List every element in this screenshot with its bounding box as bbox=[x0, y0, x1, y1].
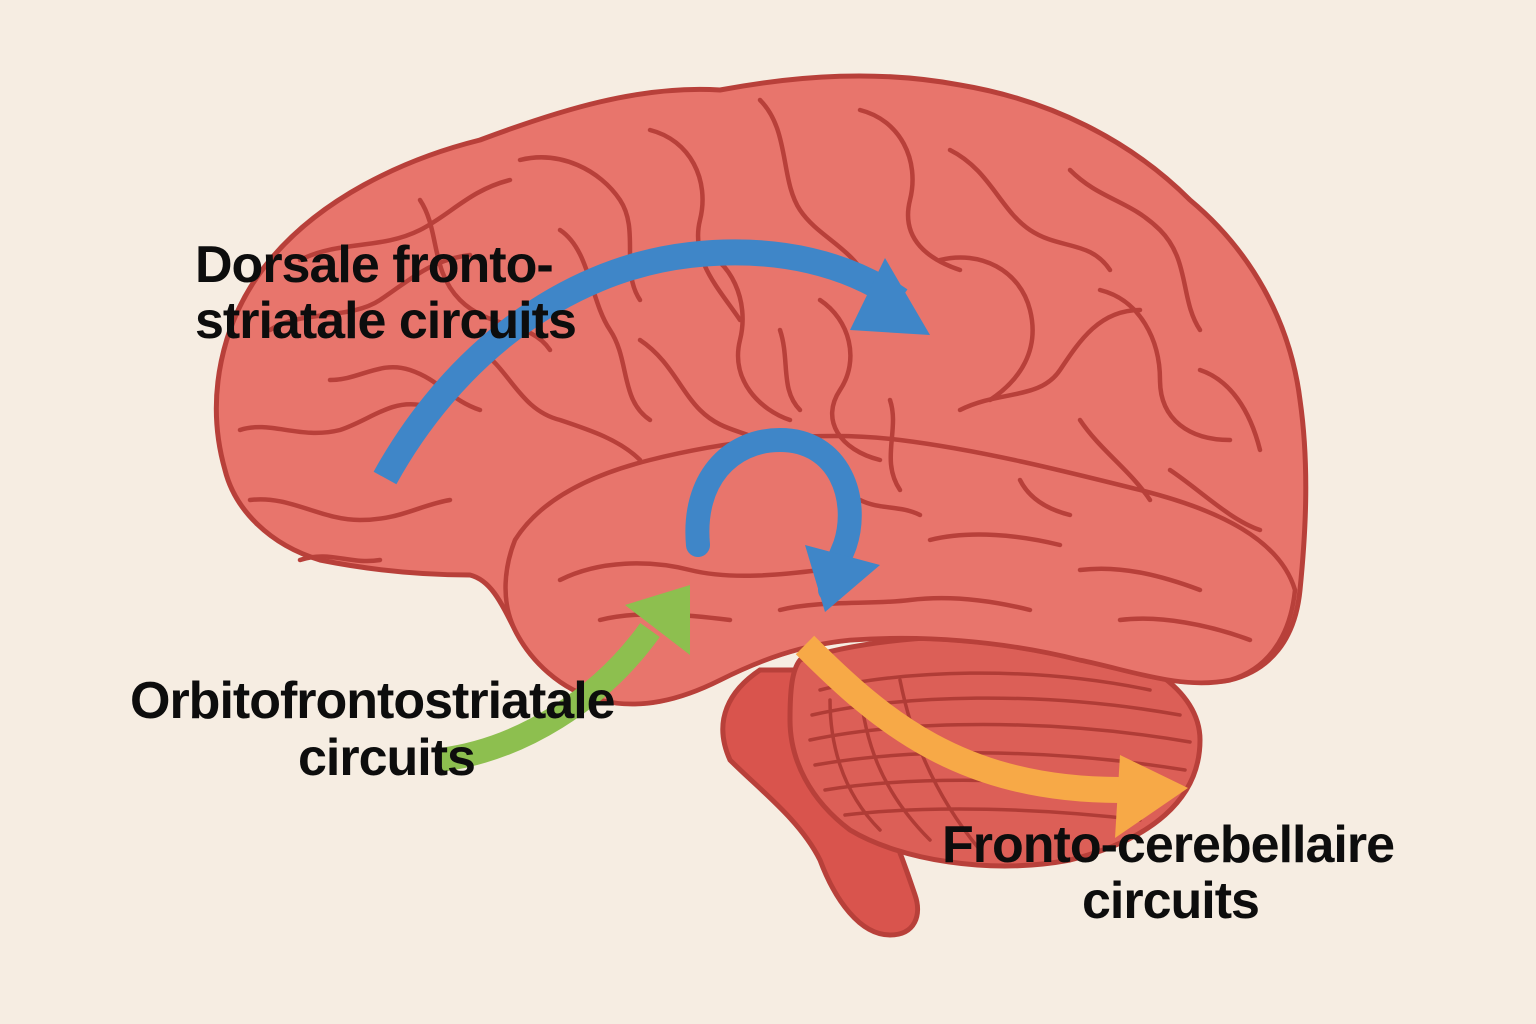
orbito-arrowhead bbox=[625, 585, 690, 655]
cerebellar-label-line1: Fronto-cerebellaire bbox=[942, 816, 1394, 874]
dorsal-label-line1: Dorsale fronto- bbox=[195, 236, 553, 294]
brain-gyri bbox=[237, 97, 1263, 643]
dorsal-circuit-arrow bbox=[373, 239, 908, 485]
orbito-label-line1: Orbitofrontostriatale bbox=[130, 672, 615, 730]
cerebellar-circuit-arrow bbox=[795, 635, 1121, 803]
loop-arrowhead bbox=[805, 545, 880, 612]
orbito-label-line2: circuits bbox=[298, 729, 475, 787]
cerebellar-label-line2: circuits bbox=[1082, 872, 1259, 930]
dorsal-label-line2: striatale circuits bbox=[195, 292, 576, 350]
orbito-circuit-arrow bbox=[438, 622, 660, 772]
dorsal-arrowhead bbox=[850, 258, 930, 335]
cerebellar-arrowhead bbox=[1115, 755, 1188, 838]
